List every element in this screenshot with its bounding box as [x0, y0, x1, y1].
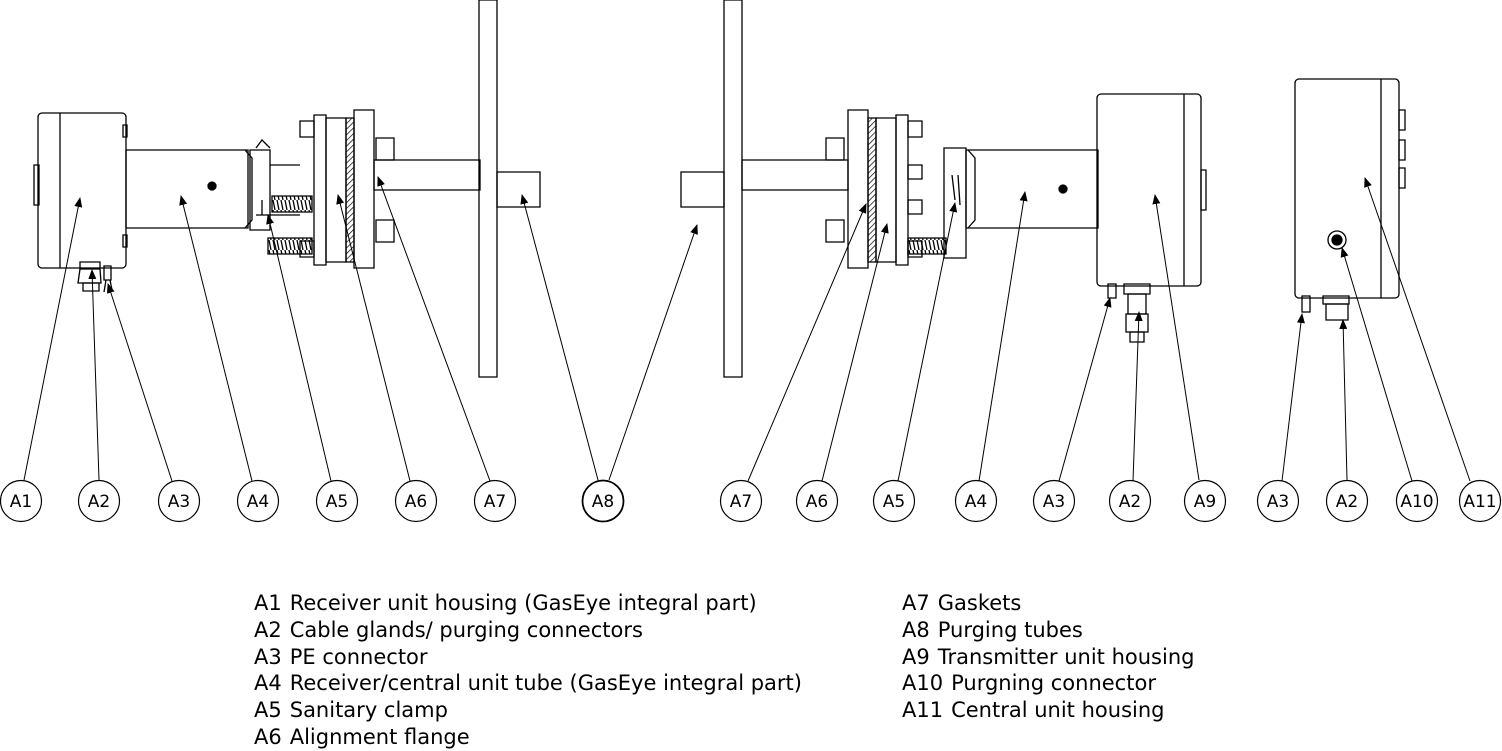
callout-a7: A7 — [475, 481, 516, 522]
cable-gland — [78, 262, 112, 292]
svg-text:A9: A9 — [1194, 492, 1216, 512]
transmitter-tube — [966, 150, 1098, 228]
legend-code: A2 — [254, 617, 282, 642]
svg-text:A4: A4 — [247, 492, 269, 512]
svg-text:A6: A6 — [806, 492, 828, 512]
svg-text:A10: A10 — [1400, 492, 1433, 512]
svg-text:A1: A1 — [10, 492, 32, 512]
legend-code: A3 — [254, 644, 282, 669]
gasket — [346, 118, 354, 262]
legend-item: A1 Receiver unit housing (GasEye integral… — [254, 590, 802, 617]
gasket — [868, 118, 876, 262]
legend-item: A9 Transmitter unit housing — [902, 644, 1194, 671]
legend-item: A4 Receiver/central unit tube (GasEye int… — [254, 670, 802, 697]
legend-text: Gaskets — [937, 591, 1022, 615]
svg-text:A2: A2 — [88, 492, 110, 512]
callout-a2: A2 — [1110, 481, 1151, 522]
svg-text:A7: A7 — [730, 492, 752, 512]
legend-code: A4 — [254, 671, 282, 696]
legend-code: A10 — [902, 671, 944, 696]
svg-text:A3: A3 — [1267, 492, 1289, 512]
callout-a4: A4 — [238, 481, 279, 522]
cable-gland — [1108, 284, 1150, 342]
legend-item: A11 Central unit housing — [902, 697, 1194, 724]
legend-text: Sanitary clamp — [289, 698, 448, 723]
callout-a8: A8 — [583, 481, 624, 522]
purging-tube — [742, 160, 848, 190]
receiver-tube — [126, 150, 248, 228]
legend-text: Central unit housing — [951, 698, 1165, 723]
legend-code: A7 — [902, 591, 930, 615]
legend-left-column: A1 Receiver unit housing (GasEye integral… — [254, 590, 802, 751]
transmitter-unit-housing — [1097, 94, 1201, 286]
legend-text: Receiver unit housing (GasEye integral p… — [289, 591, 757, 615]
svg-text:A4: A4 — [965, 492, 987, 512]
legend-item: A6 Alignment flange — [254, 724, 802, 751]
legend-code: A9 — [902, 644, 930, 669]
svg-text:A3: A3 — [1043, 492, 1065, 512]
legend-code: A8 — [902, 617, 930, 642]
receiver-unit-housing — [38, 113, 126, 268]
legend-code: A1 — [254, 591, 282, 615]
purging-tube — [374, 160, 480, 190]
legend-text: Alignment flange — [289, 724, 470, 749]
legend-text: Transmitter unit housing — [937, 644, 1195, 669]
legend-text: Purgning connector — [951, 671, 1156, 696]
legend-item: A3 PE connector — [254, 644, 802, 671]
callout-a5: A5 — [317, 481, 358, 522]
callout-a3: A3 — [1034, 481, 1075, 522]
svg-text:A3: A3 — [168, 492, 190, 512]
callout-a6: A6 — [797, 481, 838, 522]
callout-a3: A3 — [1258, 481, 1299, 522]
sanitary-clamp — [250, 140, 300, 230]
legend-text: Cable glands/ purging connectors — [289, 617, 643, 642]
purging-connector — [1328, 231, 1346, 249]
callout-a9: A9 — [1185, 481, 1226, 522]
svg-text:A11: A11 — [1463, 492, 1496, 512]
callout-a6: A6 — [396, 481, 437, 522]
callout-a3: A3 — [159, 481, 200, 522]
cable-gland — [1302, 296, 1349, 320]
leader-lines — [24, 176, 1470, 481]
legend-text: Purging tubes — [937, 617, 1083, 642]
callout-a10: A10 — [1397, 481, 1438, 522]
callout-a7: A7 — [721, 481, 762, 522]
svg-text:A6: A6 — [405, 492, 427, 512]
svg-text:A7: A7 — [484, 492, 506, 512]
central-assembly — [1295, 79, 1405, 320]
legend-item: A5 Sanitary clamp — [254, 697, 802, 724]
alignment-flange — [314, 115, 326, 265]
alignment-flange — [896, 115, 908, 265]
legend-item: A8 Purging tubes — [902, 617, 1194, 644]
legend-text: PE connector — [289, 644, 428, 669]
legend-code: A6 — [254, 724, 282, 749]
legend-item: A2 Cable glands/ purging connectors — [254, 617, 802, 644]
legend-right-column: A7 Gaskets A8 Purging tubes A9 Transmitter … — [902, 590, 1194, 724]
technical-assembly-drawing: A1 A2 A3 A4 A5 A6 A7 A8 A7 A6 A5 A — [0, 0, 1502, 560]
legend-item: A7 Gaskets — [902, 590, 1194, 617]
callout-a2: A2 — [1327, 481, 1368, 522]
callout-a11: A11 — [1460, 481, 1501, 522]
legend-code: A11 — [902, 698, 944, 723]
callout-a2: A2 — [79, 481, 120, 522]
receiver-assembly — [34, 0, 540, 377]
svg-text:A5: A5 — [883, 492, 905, 512]
callout-a1: A1 — [1, 481, 42, 522]
transmitter-assembly — [681, 0, 1206, 377]
legend-item: A10 Purgning connector — [902, 670, 1194, 697]
callout-a4: A4 — [956, 481, 997, 522]
svg-text:A8: A8 — [592, 492, 614, 512]
svg-text:A2: A2 — [1119, 492, 1141, 512]
svg-text:A5: A5 — [326, 492, 348, 512]
legend-code: A5 — [254, 698, 282, 723]
svg-text:A2: A2 — [1336, 492, 1358, 512]
callout-a5: A5 — [874, 481, 915, 522]
legend-text: Receiver/central unit tube (GasEye integ… — [289, 671, 802, 696]
